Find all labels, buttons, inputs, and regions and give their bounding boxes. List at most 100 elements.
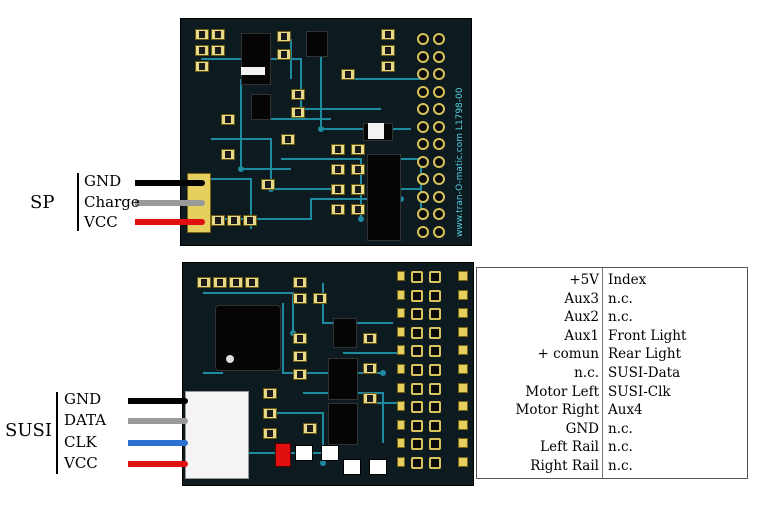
susi-connector <box>185 391 249 479</box>
bottom-decoder-board <box>182 262 474 486</box>
table-cell: n.c. <box>608 309 633 326</box>
header-pin <box>433 85 445 98</box>
header-pin <box>411 382 423 395</box>
ic-chip <box>241 33 271 85</box>
board-marking: www.tran-O-matic.com L1798-00 <box>455 87 465 237</box>
gnd-wire <box>135 180 205 186</box>
pin-right-column: Index n.c. n.c. Front Light Rear Light S… <box>608 271 742 476</box>
header-pin <box>411 308 423 321</box>
gold-contact <box>397 419 405 430</box>
smd-component <box>293 369 307 380</box>
sp-wire-label-vcc: VCC <box>84 213 118 231</box>
red-component <box>275 443 291 467</box>
sp-wire-label-gnd: GND <box>84 172 122 190</box>
pin1-dot <box>226 355 234 363</box>
smd-component <box>213 277 227 288</box>
susi-connector-label: SUSI <box>5 420 52 441</box>
header-pin <box>433 120 445 133</box>
smd-component <box>211 215 225 226</box>
table-cell: GND <box>565 420 599 437</box>
table-cell: SUSI-Clk <box>608 383 671 400</box>
header-pin <box>429 419 441 432</box>
table-cell: n.c. <box>608 439 633 456</box>
header-pin <box>429 289 441 302</box>
sp-wire-label-charge: Charge <box>84 193 140 211</box>
header-pin <box>411 438 423 451</box>
ic-chip <box>328 358 358 400</box>
header-pin <box>429 382 441 395</box>
smd-component <box>263 408 277 419</box>
table-cell: Motor Right <box>515 402 600 419</box>
header-pin <box>429 326 441 339</box>
ic-chip <box>328 403 358 445</box>
transistor <box>321 445 339 461</box>
ic-chip <box>251 94 271 120</box>
table-divider <box>602 268 603 478</box>
table-cell: Front Light <box>608 327 687 344</box>
header-pin <box>411 419 423 432</box>
header-pin <box>433 208 445 220</box>
header-pin <box>411 364 423 376</box>
header-pin <box>411 326 423 339</box>
microcontroller-chip <box>215 305 281 371</box>
gold-contact <box>397 271 405 281</box>
header-pin <box>429 364 441 376</box>
smd-component <box>381 45 395 56</box>
table-cell: n.c. <box>608 457 633 474</box>
smd-component <box>229 277 243 288</box>
gold-contact <box>458 364 468 374</box>
header-pin <box>433 138 445 150</box>
gold-contact <box>458 308 468 319</box>
gold-contact <box>458 326 468 337</box>
pin-header <box>411 271 455 475</box>
sp-connector-label: SP <box>30 192 55 213</box>
data-wire <box>128 418 188 424</box>
header-pin <box>411 345 423 358</box>
table-cell: Aux4 <box>608 402 643 419</box>
clk-wire <box>128 440 188 446</box>
table-cell: n.c. <box>574 364 599 381</box>
gold-contact <box>397 364 405 374</box>
smd-component <box>293 277 307 288</box>
table-cell: Rear Light <box>608 346 681 363</box>
header-pin <box>433 190 445 203</box>
smd-component <box>341 69 355 80</box>
gold-contact <box>458 438 468 449</box>
header-pin <box>411 289 423 302</box>
smd-component <box>351 144 365 155</box>
smd-component <box>331 164 345 175</box>
smd-component <box>227 215 241 226</box>
header-pin <box>417 190 429 203</box>
gold-contact <box>458 345 468 356</box>
smd-component <box>263 388 277 399</box>
smd-component <box>313 293 327 304</box>
gold-contact <box>458 457 468 467</box>
pin-left-column: +5V Aux3 Aux2 Aux1 + comun n.c. Motor Le… <box>483 271 600 476</box>
gold-contact <box>397 382 405 393</box>
header-pin <box>417 208 429 220</box>
smd-component <box>195 61 209 72</box>
smd-component <box>245 277 259 288</box>
smd-component <box>381 61 395 72</box>
table-cell: Aux3 <box>564 290 599 307</box>
smd-component <box>243 215 257 226</box>
header-pin <box>429 308 441 321</box>
header-pin <box>433 225 445 238</box>
gold-contact <box>397 345 405 356</box>
header-pin <box>433 155 445 168</box>
smd-component <box>195 45 209 56</box>
smd-component <box>351 184 365 195</box>
pin-header <box>417 33 461 243</box>
label-bracket <box>56 392 58 474</box>
header-pin <box>433 68 445 80</box>
ic-chip <box>306 31 328 57</box>
header-pin <box>417 33 429 45</box>
table-cell: Aux1 <box>564 327 599 344</box>
table-cell: n.c. <box>608 420 633 437</box>
smd-component <box>261 179 275 190</box>
gold-contact <box>397 438 405 449</box>
smd-component <box>363 333 377 344</box>
transistor <box>295 445 313 461</box>
smd-component <box>381 29 395 40</box>
ic-chip <box>333 318 357 348</box>
